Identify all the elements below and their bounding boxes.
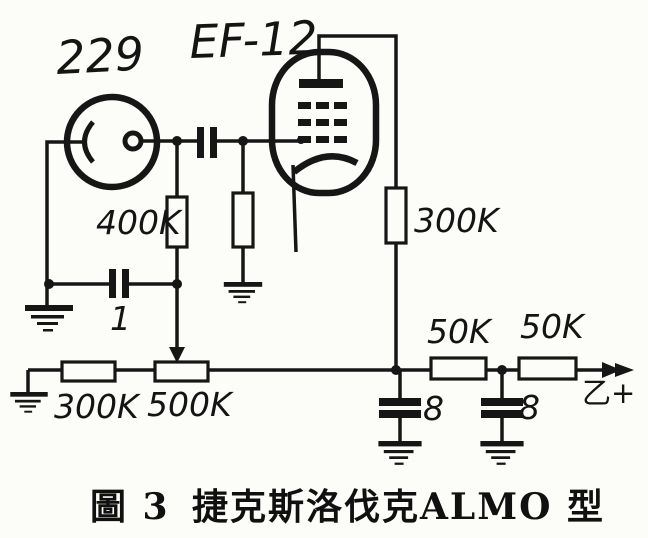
mic-left-wire [45,140,82,305]
ground-symbol [378,441,422,465]
coupling-cap-plate [210,127,217,158]
grid-connection-dot [297,136,305,144]
mic-model-label: 229 [55,26,146,85]
volume-pot-label: 500K [147,385,234,424]
cap1-plate [122,269,129,298]
supply-arrowhead2-icon [615,363,634,377]
dropping-resistor-2 [517,356,578,381]
cap1-plate [109,269,116,298]
filter-cap2-plate [481,410,523,418]
junction-dot [238,136,248,146]
junction-dot [172,279,182,289]
tube-model-label: EF-12 [188,11,318,69]
plate-resistor [384,186,408,245]
coupling-cap-plate [197,127,204,158]
filter-cap2-plate [481,398,523,406]
figure-title: 捷克斯洛伐克ALMO 型 [192,486,605,528]
microphone-symbol [63,93,161,191]
mic-terminal-circle [122,130,144,152]
mic-electrode-arc [82,120,95,164]
dropping-resistor-2-label: 50K [520,307,586,346]
divider-resistor-label: 300K [54,387,141,426]
tube-anode-plate [299,79,343,88]
supply-arrowhead-icon [602,362,621,378]
mic-load-resistor [165,195,189,249]
grid-leak-resistor [231,191,255,249]
tube-cathode-stub [291,164,298,253]
ground-symbol [25,305,73,332]
ground-symbol [480,441,524,465]
ground-symbol [223,282,263,304]
ground-symbol [10,392,48,413]
dropping-resistor-1-label: 50K [427,312,493,351]
plate-supply-wire [317,34,398,188]
divider-resistor [60,360,117,383]
filter-cap1-plate [379,398,421,406]
mic-load-resistor-label: 400K [96,203,183,242]
junction-dot [497,365,507,375]
plate-resistor-label: 300K [414,201,501,240]
filter-cap1-plate [379,410,421,418]
tube-cathode-arc [291,153,359,175]
tube-envelope [268,48,380,197]
junction-dot [44,279,54,289]
junction-dot [391,365,401,375]
figure-number: 圖 3 [90,486,170,528]
dropping-resistor-1 [429,356,488,381]
filter-cap-2-label: 8 [519,388,540,427]
wiper-arrowhead-icon [169,347,185,363]
tube-grid-dashes [298,102,347,143]
coupling-cap-label: 1 [110,299,131,338]
junction-dot [172,136,182,146]
volume-pot-body [153,360,210,383]
supply-label: 乙+ [582,376,635,410]
filter-cap-1-label: 8 [423,389,444,428]
